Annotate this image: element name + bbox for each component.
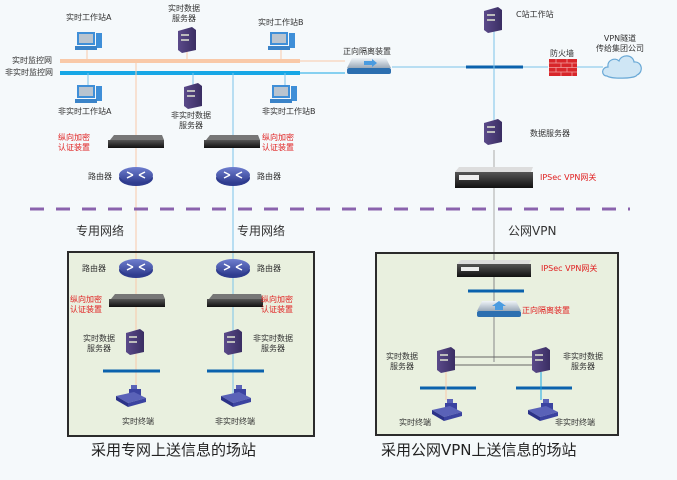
label-line: 纵向加密 [58, 133, 90, 142]
server-icon[interactable] [530, 346, 552, 373]
label-router-right: 路由器 [257, 172, 281, 181]
site-vpn-rt-server: 实时数据服务器 [386, 352, 418, 372]
site-vpn-caption: 采用公网VPN上送信息的场站 [381, 441, 577, 459]
terminal-icon[interactable] [114, 384, 148, 408]
label-line: 认证装置 [70, 305, 102, 314]
label-line: VPN隧道 [603, 34, 637, 43]
label-firewall: 防火墙 [550, 49, 574, 58]
network-label-nonrealtime: 非实时监控网 [5, 68, 53, 77]
label-ws-b: 实时工作站B [258, 18, 304, 27]
label-ws-a: 实时工作站A [66, 13, 112, 22]
router-icon[interactable] [118, 165, 154, 187]
site-vpn-rt-terminal: 实时终端 [399, 418, 431, 427]
site-private-nrt-server: 非实时数据服务器 [253, 334, 293, 354]
label-line: 非实时数据 [171, 111, 211, 120]
workstation-icon[interactable] [75, 83, 103, 105]
site-private-encrypt-right: 纵向加密认证装置 [261, 295, 293, 315]
network-label-realtime: 实时监控网 [12, 56, 52, 65]
terminal-icon[interactable] [430, 398, 464, 422]
label-line: 非实时数据 [563, 352, 603, 361]
site-private-nrt-terminal: 非实时终端 [215, 417, 255, 426]
label-rt-server: 实时数据服务器 [168, 4, 200, 24]
label-private-net-right: 专用网络 [237, 224, 286, 238]
label-line: 认证装置 [261, 305, 293, 314]
site-private-router-right: 路由器 [257, 264, 281, 273]
router-icon[interactable] [215, 165, 251, 187]
site-private-rt-terminal: 实时终端 [122, 417, 154, 426]
label-vpn-tunnel: VPN隧道传给集团公司 [596, 34, 644, 54]
forward-isolation-icon[interactable] [346, 57, 392, 75]
label-encrypt-left: 纵向加密认证装置 [58, 133, 90, 153]
label-ipsec-gateway: IPSec VPN网关 [540, 173, 597, 182]
ipsec-gateway-icon[interactable] [455, 167, 533, 189]
label-router-left: 路由器 [88, 172, 112, 181]
router-icon[interactable] [215, 257, 251, 279]
encryption-device-icon[interactable] [204, 135, 260, 149]
label-nrt-server: 非实时数据服务器 [171, 111, 211, 131]
site-vpn-nrt-terminal: 非实时终端 [555, 418, 595, 427]
terminal-icon[interactable] [526, 398, 560, 422]
encryption-device-icon[interactable] [207, 294, 263, 308]
label-line: 传给集团公司 [596, 44, 644, 53]
encryption-device-icon[interactable] [109, 294, 165, 308]
public-vpn-site-box [375, 252, 619, 436]
workstation-icon[interactable] [75, 30, 103, 52]
workstation-icon[interactable] [268, 30, 296, 52]
label-line: 服务器 [390, 362, 414, 371]
server-icon[interactable] [222, 328, 244, 355]
label-private-net-left: 专用网络 [76, 224, 125, 238]
label-line: 纵向加密 [70, 295, 102, 304]
private-net-site-box [67, 251, 315, 437]
server-icon[interactable] [482, 118, 504, 145]
label-c-station-ws: C站工作站 [516, 10, 554, 19]
cloud-icon [602, 55, 642, 79]
server-icon[interactable] [176, 26, 198, 53]
site-private-caption: 采用专网上送信息的场站 [91, 441, 257, 459]
site-vpn-ipsec-gateway: IPSec VPN网关 [541, 264, 598, 273]
site-private-router-left: 路由器 [82, 264, 106, 273]
label-line: 纵向加密 [261, 295, 293, 304]
server-icon[interactable] [482, 6, 504, 33]
encryption-device-icon[interactable] [108, 135, 164, 149]
ipsec-gateway-icon[interactable] [457, 260, 531, 278]
label-line: 服务器 [261, 344, 285, 353]
label-nrt-ws-b: 非实时工作站B [262, 107, 316, 116]
site-vpn-nrt-server: 非实时数据服务器 [563, 352, 603, 372]
label-encrypt-right: 纵向加密认证装置 [262, 133, 294, 153]
label-line: 非实时数据 [253, 334, 293, 343]
label-line: 认证装置 [58, 143, 90, 152]
site-private-encrypt-left: 纵向加密认证装置 [70, 295, 102, 315]
forward-isolation-icon[interactable] [476, 300, 522, 318]
firewall-icon[interactable] [549, 59, 577, 76]
label-line: 认证装置 [262, 143, 294, 152]
label-nrt-ws-a: 非实时工作站A [58, 107, 112, 116]
label-line: 服务器 [87, 344, 111, 353]
terminal-icon[interactable] [219, 384, 253, 408]
label-line: 实时数据 [168, 4, 200, 13]
site-private-rt-server: 实时数据服务器 [83, 334, 115, 354]
server-icon[interactable] [182, 82, 204, 109]
label-line: 服务器 [571, 362, 595, 371]
label-line: 服务器 [172, 14, 196, 23]
label-line: 实时数据 [386, 352, 418, 361]
label-line: 服务器 [179, 121, 203, 130]
server-icon[interactable] [435, 346, 457, 373]
workstation-icon[interactable] [270, 83, 298, 105]
router-icon[interactable] [118, 257, 154, 279]
site-vpn-forward-isolation: 正向隔离装置 [522, 306, 570, 315]
label-data-server: 数据服务器 [530, 129, 570, 138]
label-line: 纵向加密 [262, 133, 294, 142]
label-public-vpn: 公网VPN [508, 224, 557, 238]
server-icon[interactable] [124, 328, 146, 355]
label-forward-isolation: 正向隔离装置 [343, 47, 391, 56]
label-line: 实时数据 [83, 334, 115, 343]
